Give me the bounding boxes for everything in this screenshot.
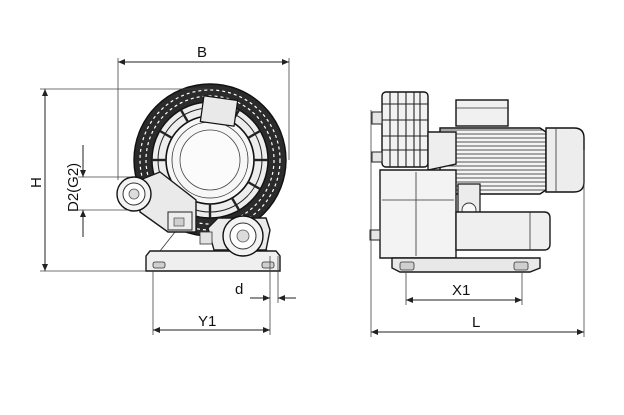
side-motor <box>439 127 585 195</box>
front-view <box>116 83 287 272</box>
dimension-label-B: B <box>197 44 207 61</box>
front-right-port <box>199 215 271 257</box>
side-lower-body <box>369 169 551 273</box>
dimension-label-d: d <box>235 281 243 298</box>
dimension-label-H: H <box>28 177 45 188</box>
dimension-label-X1: X1 <box>452 282 470 299</box>
dimension-label-Y1: Y1 <box>198 313 216 330</box>
dimension-label-D2: D2(G2) <box>65 163 82 212</box>
front-left-port <box>116 171 197 233</box>
side-dimensions: X1 L <box>370 110 585 337</box>
side-view <box>369 91 585 273</box>
side-terminal-box <box>455 99 509 127</box>
front-dimensions: B H D2(G2) d Y1 <box>28 44 296 335</box>
dimension-label-L: L <box>472 314 480 331</box>
side-housing <box>371 91 457 171</box>
